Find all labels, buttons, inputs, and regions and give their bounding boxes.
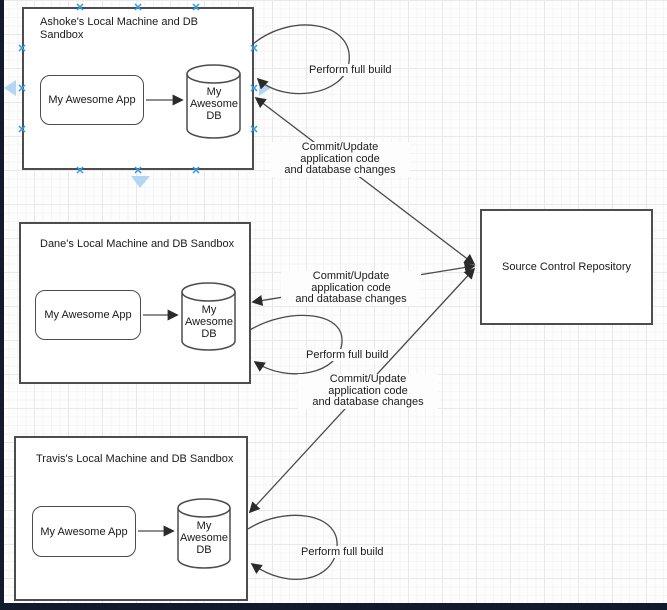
app-node-ashoke[interactable]: My Awesome App: [40, 75, 144, 125]
edge-dane-build-loop[interactable]: [249, 314, 343, 375]
direction-arrow-down-icon[interactable]: [131, 176, 150, 188]
db-cylinder-dane[interactable]: [181, 282, 236, 351]
direction-arrow-right-icon[interactable]: [259, 80, 271, 96]
edge-dane-commit[interactable]: [251, 262, 476, 306]
app-node-label: My Awesome App: [48, 94, 136, 106]
repository-box[interactable]: Source Control Repository: [480, 209, 653, 325]
app-node-label: My Awesome App: [44, 309, 132, 321]
db-cylinder-travis[interactable]: [177, 498, 231, 569]
connection-point-cross-icons[interactable]: [18, 3, 258, 174]
app-node-label: My Awesome App: [40, 525, 128, 538]
edge-ashoke-commit[interactable]: [254, 96, 476, 266]
edge-ashoke-build-loop[interactable]: [252, 24, 350, 95]
window-edge-bottom: [0, 603, 667, 610]
direction-arrow-left-icon[interactable]: [4, 80, 16, 96]
edge-travis-commit[interactable]: [248, 267, 476, 514]
app-node-travis[interactable]: My Awesome App: [32, 506, 136, 557]
app-node-dane[interactable]: My Awesome App: [35, 290, 141, 340]
repository-title: Source Control Repository: [501, 261, 631, 273]
db-cylinder-ashoke[interactable]: [186, 64, 241, 139]
edge-travis-build-loop[interactable]: [247, 514, 338, 580]
window-edge-left: [0, 0, 4, 610]
